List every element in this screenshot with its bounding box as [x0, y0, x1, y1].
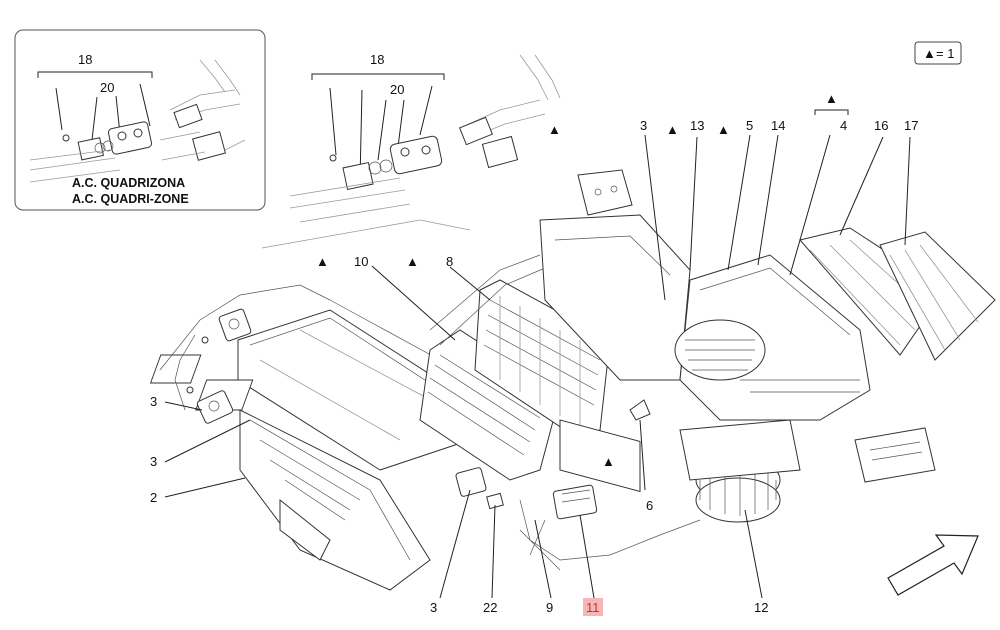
- screw-upper: [201, 336, 209, 344]
- callout-22: 22: [483, 600, 497, 615]
- callout-3-bottom: 3: [430, 600, 437, 615]
- inset-callout-18: 18: [78, 52, 92, 67]
- inset-title-line1: A.C. QUADRIZONA: [72, 176, 185, 190]
- callout-11[interactable]: 11: [586, 600, 600, 615]
- callout-5: 5: [746, 118, 753, 133]
- triangle-marker: ▲: [825, 91, 838, 106]
- inset-callout-20: 20: [100, 80, 114, 95]
- wiring-harness: [519, 499, 701, 571]
- sensor-22: [486, 492, 504, 510]
- grommet-6: [629, 399, 651, 421]
- callout-16: 16: [874, 118, 888, 133]
- actuator-3-lower: [455, 467, 487, 497]
- hvac-upper-housing: [149, 284, 481, 471]
- callout-12: 12: [754, 600, 768, 615]
- triangle-marker: ▲: [666, 122, 679, 137]
- filter-17: [879, 231, 996, 361]
- pipe-loop: [429, 254, 546, 346]
- callout-11-highlight: [583, 598, 603, 616]
- actuator-upper: [218, 308, 252, 342]
- duct-cover: [577, 169, 633, 216]
- callout-3-top: 3: [640, 118, 647, 133]
- callout-14: 14: [771, 118, 785, 133]
- callout-18: 18: [370, 52, 384, 67]
- screw-lower: [186, 386, 194, 394]
- control-module: [854, 427, 936, 483]
- legend-triangle: ▲: [923, 46, 936, 61]
- legend-box: ▲ = 1: [914, 41, 962, 65]
- callout-4: 4: [840, 118, 847, 133]
- expansion-valve-group: 18 20: [261, 52, 561, 249]
- inset-box: 18 20 A.C. QUADRIZONA A.C. QUADRI-ZONE: [14, 29, 266, 211]
- callout-3-left-upper: 3: [150, 394, 157, 409]
- callout-8: 8: [446, 254, 453, 269]
- callout-10: 10: [354, 254, 368, 269]
- callout-20: 20: [390, 82, 404, 97]
- legend-text: = 1: [936, 46, 954, 61]
- callout-17: 17: [904, 118, 918, 133]
- rear-housing: [539, 214, 691, 493]
- callout-13: 13: [690, 118, 704, 133]
- callout-labels: 10 8 3 13 5 14 4 16 17 3 3 2 6 3 22 9 11…: [150, 118, 918, 616]
- evaporator-8: [474, 279, 611, 441]
- triangle-marker: ▲: [406, 254, 419, 269]
- triangle-marker: ▲: [602, 454, 615, 469]
- leader-lines: [164, 109, 911, 599]
- callout-2: 2: [150, 490, 157, 505]
- triangle-markers: ▲ ▲ ▲ ▲ ▲ ▲ ▲: [316, 91, 838, 469]
- triangle-marker: ▲: [717, 122, 730, 137]
- inset-expansion-valve: [29, 59, 246, 183]
- triangle-marker: ▲: [548, 122, 561, 137]
- callout-9: 9: [546, 600, 553, 615]
- blower-resistor-11: [552, 484, 598, 520]
- direction-arrow-icon: [887, 534, 979, 596]
- heater-core-10: [419, 329, 561, 481]
- triangle-marker: ▲: [316, 254, 329, 269]
- inset-title-line2: A.C. QUADRI-ZONE: [72, 192, 189, 206]
- callout-3-left-lower: 3: [150, 454, 157, 469]
- actuator-lower: [174, 334, 234, 424]
- hvac-lower-housing: [239, 409, 431, 591]
- callout-6: 6: [646, 498, 653, 513]
- blower-fan-12: [674, 319, 801, 523]
